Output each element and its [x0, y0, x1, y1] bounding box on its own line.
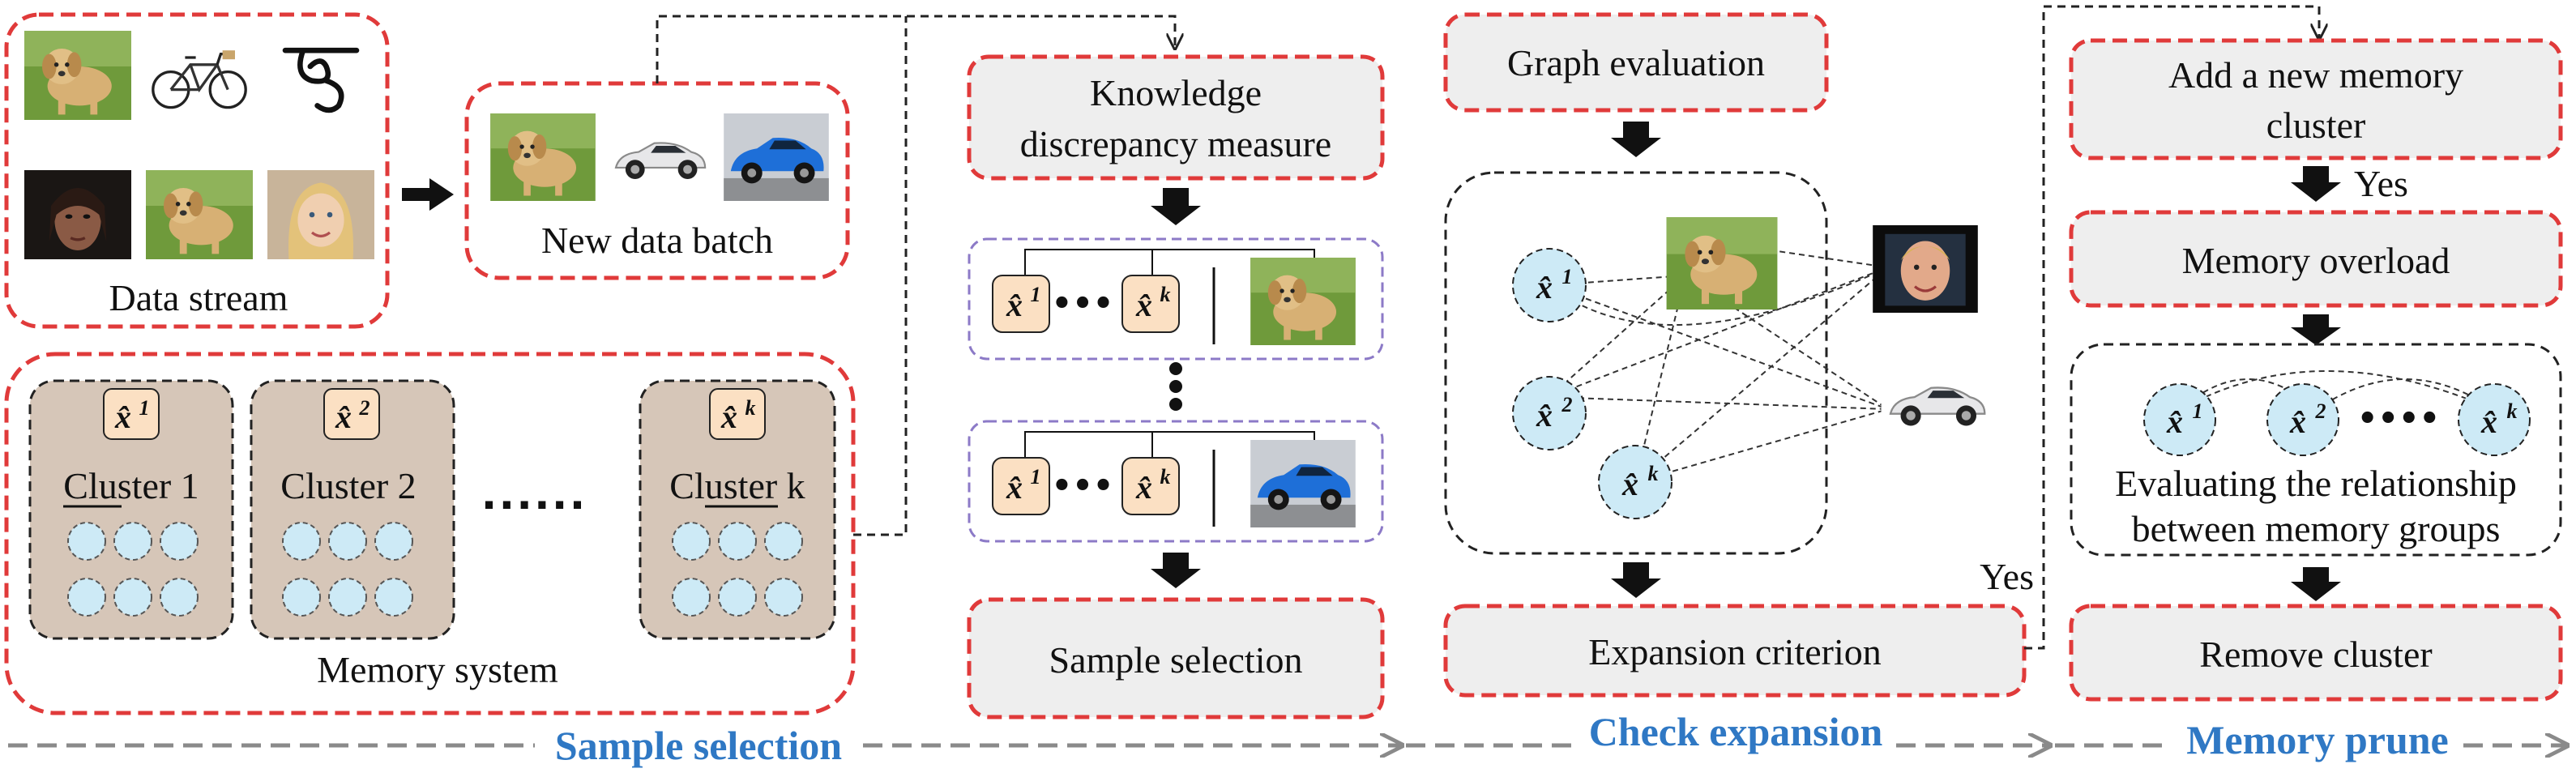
knowledge-discrepancy-box	[967, 54, 1385, 181]
phase-label-memory-prune: Memory prune	[2186, 717, 2449, 762]
prune-yes-label: Yes	[2354, 163, 2408, 204]
svg-text:Add a new memory: Add a new memory	[2168, 54, 2463, 96]
arrow-down-1	[1151, 188, 1201, 225]
cluster-ellipsis: ......	[482, 462, 588, 520]
prune-node-k: x̂ k	[2458, 383, 2531, 456]
svg-text:Cluster 2: Cluster 2	[280, 465, 416, 506]
svg-text:Knowledge: Knowledge	[1090, 72, 1262, 113]
child-photo-icon	[267, 170, 374, 259]
man-face-photo-icon	[1871, 225, 1980, 313]
svg-text:x̂: x̂	[114, 399, 131, 435]
white-car-icon	[1880, 356, 1993, 449]
arrow-down-5	[2291, 166, 2341, 202]
svg-text:x̂: x̂	[2166, 403, 2183, 440]
dog-photo-icon	[24, 31, 131, 120]
svg-text:1: 1	[2193, 399, 2203, 423]
dog-photo-icon	[1666, 217, 1778, 310]
svg-text:k: k	[1160, 283, 1171, 306]
svg-text:x̂: x̂	[1536, 397, 1553, 433]
cluster-1: x̂ 1 Cluster 1	[28, 379, 234, 640]
svg-text:1: 1	[1562, 265, 1573, 288]
svg-text:Cluster k: Cluster k	[669, 465, 805, 506]
svg-text:k: k	[2507, 399, 2518, 423]
graph-node-2: x̂ 2	[1512, 376, 1587, 450]
dog-photo-icon	[146, 170, 253, 259]
arrow-down-2	[1151, 553, 1201, 588]
sample-selection-box	[967, 597, 1385, 719]
svg-text:2: 2	[359, 396, 370, 420]
graph-edges	[1549, 242, 1889, 483]
representative-row-1: x̂ 1 ••• x̂ k	[968, 237, 1384, 361]
svg-text:Evaluating the relationship: Evaluating the relationship	[2115, 463, 2517, 504]
arrow-down-4	[1611, 562, 1661, 598]
dog-photo-icon	[1250, 258, 1356, 345]
svg-text:x̂: x̂	[1135, 469, 1152, 506]
add-memory-cluster-box	[2069, 38, 2563, 160]
dog-photo-icon	[490, 113, 596, 201]
arrow-down-3	[1611, 122, 1661, 157]
svg-text:2: 2	[1561, 393, 1573, 416]
expansion-to-add-connector	[2024, 5, 2319, 650]
svg-text:x̂: x̂	[335, 399, 352, 435]
graph-node-k: x̂ k	[1598, 445, 1672, 519]
phase-label-check-expansion: Check expansion	[1589, 709, 1883, 754]
svg-text:x̂: x̂	[2289, 403, 2306, 440]
svg-text:k: k	[1160, 465, 1171, 489]
remove-cluster-box	[2069, 604, 2563, 702]
graph-evaluation-box	[1443, 12, 1829, 113]
vertical-dots	[1169, 362, 1182, 411]
svg-text:x̂: x̂	[1006, 469, 1023, 506]
svg-text:•••: •••	[1052, 285, 1114, 322]
prune-node-dots: ••••	[2357, 400, 2440, 438]
svg-text:x̂: x̂	[720, 399, 737, 435]
handwritten-character-icon	[267, 31, 374, 120]
batch-to-knowledge-connector	[656, 15, 1175, 83]
svg-text:cluster: cluster	[2266, 105, 2366, 146]
arrow-down-7	[2291, 567, 2341, 601]
svg-text:x̂: x̂	[1536, 269, 1553, 305]
expansion-criterion-box	[1443, 604, 2027, 698]
phase-label-sample-selection: Sample selection	[555, 723, 842, 768]
svg-text:Sample selection: Sample selection	[1049, 639, 1303, 681]
memory-system-label: Memory system	[317, 649, 558, 690]
svg-text:x̂: x̂	[1621, 466, 1638, 502]
prune-node-2: x̂ 2	[2266, 383, 2339, 456]
blue-car-icon	[1250, 440, 1356, 527]
svg-text:Cluster 1: Cluster 1	[63, 465, 199, 506]
arrow-down-6	[2291, 314, 2341, 345]
representative-row-2: x̂ 1 ••• x̂ k	[968, 420, 1384, 543]
svg-text:Graph evaluation: Graph evaluation	[1507, 42, 1765, 83]
cluster-k: x̂ k Cluster k	[639, 379, 836, 640]
blue-car-icon	[724, 113, 829, 201]
svg-text:Memory overload: Memory overload	[2182, 240, 2450, 281]
svg-text:1: 1	[139, 396, 150, 420]
svg-text:1: 1	[1031, 283, 1041, 306]
svg-text:•••: •••	[1052, 467, 1114, 505]
svg-text:x̂: x̂	[1006, 287, 1023, 323]
svg-text:between memory groups: between memory groups	[2132, 508, 2501, 549]
svg-text:2: 2	[2315, 399, 2326, 423]
cluster-2: x̂ 2 Cluster 2	[250, 379, 455, 640]
svg-text:k: k	[745, 396, 756, 420]
prune-node-1: x̂ 1	[2143, 383, 2216, 456]
svg-text:k: k	[1648, 462, 1659, 485]
white-car-icon	[606, 113, 713, 201]
data-stream-label: Data stream	[109, 277, 288, 318]
svg-text:Remove cluster: Remove cluster	[2199, 634, 2432, 675]
svg-text:x̂: x̂	[2480, 403, 2497, 440]
svg-text:Expansion criterion: Expansion criterion	[1588, 631, 1882, 672]
svg-text:discrepancy measure: discrepancy measure	[1020, 123, 1331, 164]
stream-to-batch-arrow	[402, 178, 454, 211]
memory-to-selection-connector	[853, 16, 908, 536]
memory-overload-box	[2069, 210, 2563, 308]
svg-text:1: 1	[1031, 465, 1041, 489]
face-photo-icon	[24, 170, 131, 259]
bicycle-icon	[146, 31, 253, 120]
expansion-yes-label: Yes	[1980, 556, 2034, 597]
new-data-batch-label: New data batch	[541, 220, 773, 261]
graph-node-1: x̂ 1	[1512, 248, 1587, 322]
svg-text:x̂: x̂	[1135, 287, 1152, 323]
